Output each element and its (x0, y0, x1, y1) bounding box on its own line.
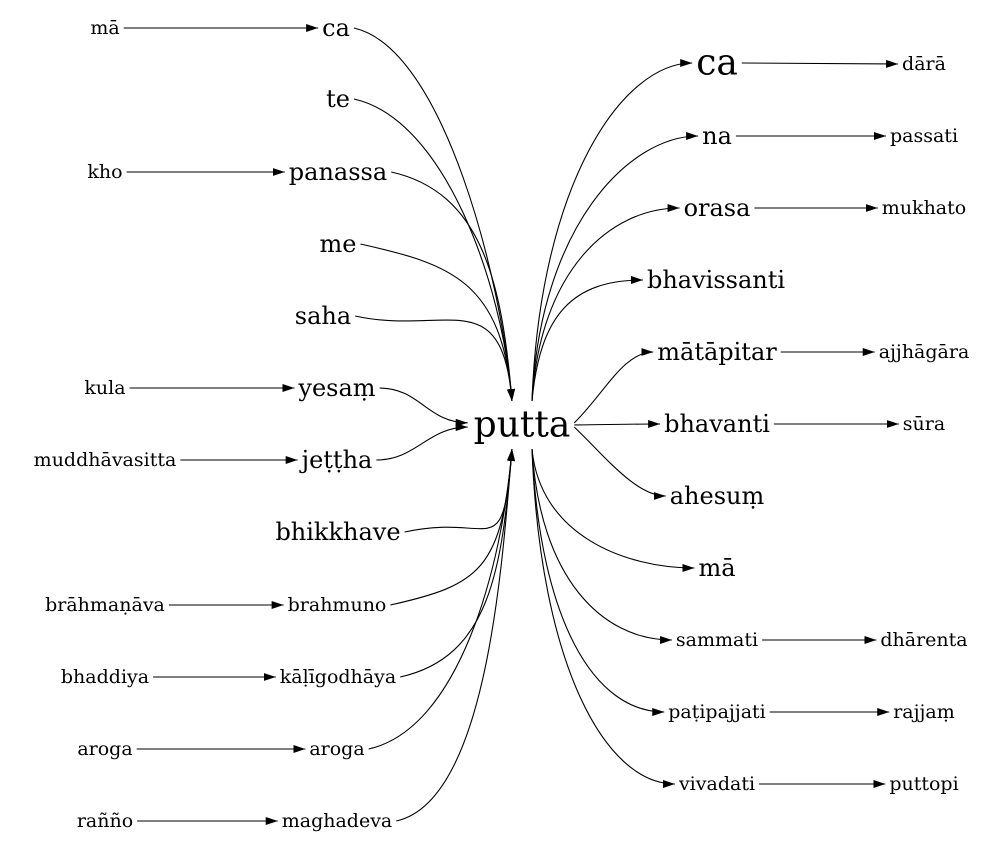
node-ca-l: ca (322, 14, 350, 42)
edge-putta-to-vivadati (531, 448, 675, 788)
node-bhikkhave: bhikkhave (275, 518, 400, 546)
edge-putta-to-ma-r (531, 448, 695, 572)
edge-putta-to-ahesum (573, 426, 666, 500)
edge-maghadeva-to-putta (396, 448, 515, 822)
node-sura: sūra (903, 413, 945, 435)
node-passati: passati (890, 125, 958, 147)
node-bhavissanti: bhavissanti (647, 266, 785, 294)
node-dharenta: dhārenta (880, 629, 967, 651)
node-panassa: panassa (289, 158, 387, 186)
node-puttopi: puttopi (889, 773, 958, 795)
node-muddhavasitta: muddhāvasitta (34, 449, 177, 471)
edge-putta-to-na (531, 132, 699, 402)
node-kaligodhaya: kāḷīgodhāya (280, 666, 396, 688)
node-putta: putta (474, 405, 571, 446)
node-te: te (326, 85, 350, 113)
node-ahesum: ahesuṃ (670, 482, 765, 510)
edge-putta-to-sammati (531, 448, 672, 644)
node-ma-r: mā (698, 554, 735, 582)
edge-me-to-putta (360, 243, 515, 402)
edge-putta-to-matapitar (573, 348, 654, 424)
edge-aroga-r-to-putta (368, 448, 515, 750)
edge-putta-to-patipajjati (531, 448, 665, 716)
edge-kaligodhaya-to-putta (400, 448, 515, 678)
node-bhavanti: bhavanti (664, 410, 770, 438)
node-brahmuno: brahmuno (288, 594, 387, 616)
edge-ca-r-to-dara (741, 59, 899, 68)
node-saha: saha (295, 302, 351, 330)
edge-putta-to-bhavanti (574, 420, 661, 429)
node-matapitar: mātāpitar (657, 338, 777, 366)
node-dara: dārā (902, 53, 946, 75)
node-jettha: jeṭṭha (299, 446, 373, 474)
node-aroga-l: aroga (77, 738, 132, 760)
edge-bhikkhave-to-putta (404, 448, 515, 533)
node-aroga-r: aroga (309, 738, 364, 760)
node-mukhato: mukhato (882, 197, 966, 219)
node-ranno: raññо (77, 810, 133, 832)
node-ma-l: mā (90, 17, 119, 39)
node-orasa: orasa (684, 194, 751, 222)
node-bhaddiya: bhaddiya (61, 666, 149, 688)
edge-putta-to-bhavissanti (531, 276, 643, 402)
edge-yesam-to-putta (379, 387, 468, 427)
node-ajjhagara: ajjhāgāra (879, 341, 970, 363)
edge-putta-to-ca-r (531, 59, 693, 402)
node-kho: kho (87, 161, 122, 183)
node-rajjam: rajjaṃ (893, 701, 955, 723)
edge-putta-to-orasa (531, 204, 680, 402)
node-yesam: yesaṃ (297, 374, 375, 402)
node-na: na (702, 122, 732, 150)
edge-ca-l-to-putta (353, 27, 515, 402)
node-brahmanava: brāhmaṇāva (45, 594, 165, 616)
edge-saha-to-putta (355, 315, 515, 402)
node-ca-r: ca (696, 43, 738, 84)
edge-panassa-to-putta (391, 171, 515, 402)
edge-jettha-to-putta (376, 423, 468, 461)
node-kula: kula (84, 377, 125, 399)
node-me: me (320, 230, 357, 258)
node-maghadeva: maghadeva (282, 810, 393, 832)
node-patipajjati: paṭipajjati (668, 701, 766, 723)
edge-te-to-putta (353, 98, 515, 402)
node-sammati: sammati (676, 629, 758, 651)
node-vivadati: vivadati (678, 773, 755, 795)
